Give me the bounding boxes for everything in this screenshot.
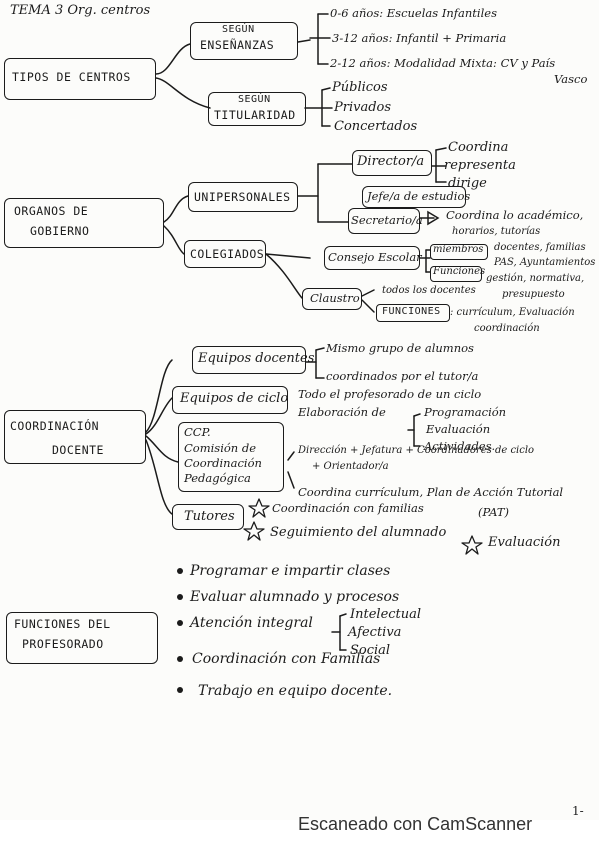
- claustro-funciones-text-2: coordinación: [474, 323, 540, 334]
- director-box: [352, 150, 432, 176]
- scan-footer: [0, 820, 599, 848]
- elaboracion-item-1: Programación: [424, 405, 507, 419]
- secretario-text-2: horarios, tutorías: [452, 226, 541, 237]
- equipos-docentes-item-2: coordinados por el tutor/a: [326, 369, 479, 383]
- consejo-box: [324, 246, 420, 270]
- equipos-docentes-label: Equipos docentes: [198, 351, 315, 366]
- ccp-line-4: Pedagógica: [184, 471, 251, 485]
- colegiados-box: [184, 240, 266, 268]
- unipersonales-label: UNIPERSONALES: [194, 190, 291, 204]
- titularidad-item-3: Concertados: [334, 119, 418, 134]
- integral-item-3: Social: [350, 643, 391, 658]
- titularidad-label: TITULARIDAD: [214, 108, 296, 122]
- secretario-text-1: Coordina lo académico,: [446, 208, 584, 222]
- organos-box: [4, 198, 164, 248]
- elaboracion-item-2: Evaluación: [426, 422, 491, 436]
- funciones-prof-item-2: Evaluar alumnado y procesos: [190, 589, 400, 605]
- tutores-box: [172, 504, 244, 530]
- ccp-text-3: Coordina currículum, Plan de Acción Tuto…: [298, 485, 564, 499]
- page-number: 1-: [572, 804, 584, 818]
- ccp-line-3: Coordinación: [184, 456, 262, 470]
- jefe-label: Jefe/a de estudios: [367, 189, 471, 203]
- funciones-prof-item-3: Atención integral: [190, 615, 313, 631]
- funciones-text-1: gestión, normativa,: [486, 273, 585, 284]
- equipos-ciclo-box: [172, 386, 288, 414]
- titularidad-top-label: SEGÚN: [238, 94, 271, 105]
- funciones-prof-item-4: Coordinación con Familias: [192, 651, 381, 667]
- unipersonales-box: [188, 182, 298, 212]
- jefe-box: [362, 186, 466, 208]
- scanned-sheet: TEMA 3 Org. centros TIPOS DE CENTROS SEG…: [4, 3, 596, 818]
- ensenanzas-box: [190, 22, 298, 60]
- funciones-prof-label-1: FUNCIONES DEL: [14, 617, 111, 631]
- funciones-prof-item-5: Trabajo en equipo docente.: [198, 683, 393, 699]
- ccp-text-1: Dirección + Jefatura + Coordinadores de …: [298, 445, 535, 456]
- organos-label-2: GOBIERNO: [30, 224, 90, 238]
- tutores-label: Tutores: [184, 509, 235, 524]
- ccp-line-2: Comisión de: [184, 441, 257, 455]
- secretario-box: [348, 208, 420, 234]
- miembros-box: [430, 244, 488, 260]
- titularidad-item-1: Públicos: [332, 80, 388, 95]
- claustro-funciones-label: FUNCIONES: [382, 306, 441, 317]
- equipos-ciclo-text-1: Todo el profesorado de un ciclo: [298, 387, 482, 401]
- claustro-text: todos los docentes: [382, 285, 476, 296]
- funciones-prof-item-1: Programar e impartir clases: [190, 563, 391, 579]
- tutores-text-1: Coordinación con familias: [272, 501, 424, 515]
- ccp-text-2: + Orientador/a: [312, 461, 389, 472]
- ensenanzas-label: ENSEÑANZAS: [200, 38, 275, 52]
- miembros-text-2: PAS, Ayuntamientos: [494, 257, 596, 268]
- connector-lines: [145, 13, 483, 693]
- organos-label-1: ORGANOS DE: [14, 204, 89, 218]
- director-label: Director/a: [357, 154, 425, 169]
- ensenanzas-item-1: 0-6 años: Escuelas Infantiles: [330, 6, 497, 20]
- coordinacion-box: [4, 410, 146, 464]
- ensenanzas-item-2: 3-12 años: Infantil + Primaria: [332, 31, 507, 45]
- tutores-text-3: Evaluación: [488, 535, 561, 550]
- funciones-prof-box: [6, 612, 158, 664]
- miembros-label: miembros: [433, 244, 484, 255]
- claustro-box: [302, 288, 362, 310]
- tutores-text-2: Seguimiento del alumnado: [270, 525, 447, 540]
- ccp-line-1: CCP.: [184, 425, 211, 439]
- funciones-prof-label-2: PROFESORADO: [22, 637, 104, 651]
- secretario-label: Secretario/a: [351, 213, 423, 227]
- equipos-ciclo-label: Equipos de ciclo: [180, 391, 289, 406]
- equipos-docentes-box: [192, 346, 306, 374]
- integral-item-1: Intelectual: [350, 607, 422, 622]
- elaboracion-item-3: Actividades.: [424, 439, 496, 453]
- claustro-funciones-text-1: : currículum, Evaluación: [450, 307, 575, 318]
- miembros-text-1: docentes, familias: [494, 242, 586, 253]
- tipos-centros-box: [4, 58, 156, 100]
- funciones-text-2: presupuesto: [502, 289, 565, 300]
- director-item-2: representa: [444, 158, 516, 173]
- director-item-1: Coordina: [448, 140, 509, 155]
- consejo-label: Consejo Escolar: [328, 250, 422, 264]
- titularidad-item-2: Privados: [334, 100, 392, 115]
- ensenanzas-item-3: 2-12 años: Modalidad Mixta: CV y País: [330, 56, 556, 70]
- ensenanzas-item-3b: Vasco: [554, 72, 588, 86]
- colegiados-label: COLEGIADOS: [190, 247, 265, 261]
- ccp-box: [178, 422, 284, 492]
- titularidad-box: [208, 92, 306, 126]
- integral-item-2: Afectiva: [348, 625, 402, 640]
- coordinacion-label-2: DOCENTE: [52, 443, 104, 457]
- claustro-funciones-box: [376, 304, 450, 322]
- tipos-centros-label: TIPOS DE CENTROS: [12, 70, 131, 84]
- scanner-watermark: Escaneado con CamScanner: [298, 814, 533, 834]
- funciones-label: Funciones: [433, 266, 486, 277]
- claustro-label: Claustro: [310, 291, 360, 305]
- equipos-docentes-item-1: Mismo grupo de alumnos: [326, 341, 474, 355]
- ccp-text-4: (PAT): [478, 505, 510, 519]
- funciones-box: [430, 266, 482, 282]
- ensenanzas-top-label: SEGÚN: [222, 24, 255, 35]
- equipos-ciclo-text-2: Elaboración de: [298, 405, 386, 419]
- coordinacion-label-1: COORDINACIÓN: [10, 419, 100, 433]
- page-title: TEMA 3 Org. centros: [10, 3, 151, 18]
